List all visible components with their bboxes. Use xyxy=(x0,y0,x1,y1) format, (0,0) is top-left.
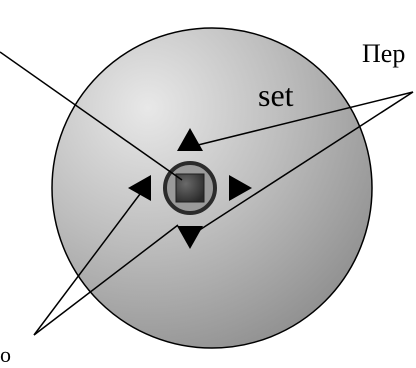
arrow-down-icon[interactable] xyxy=(177,226,203,249)
arrow-up-icon[interactable] xyxy=(177,128,203,151)
arrow-left-icon[interactable] xyxy=(128,175,151,201)
bottom-left-label: о xyxy=(0,342,11,367)
pointer-line-bottomleft-2 xyxy=(33,224,179,336)
pointer-line-topright-1 xyxy=(197,91,414,146)
center-word-label: set xyxy=(258,77,294,113)
pointer-line-bottomleft-1 xyxy=(33,193,141,336)
top-right-label: Пер xyxy=(362,39,405,68)
arrow-right-icon[interactable] xyxy=(229,175,252,201)
pointer-line-topright-2 xyxy=(197,91,414,232)
pointer-line-topleft xyxy=(0,51,183,181)
